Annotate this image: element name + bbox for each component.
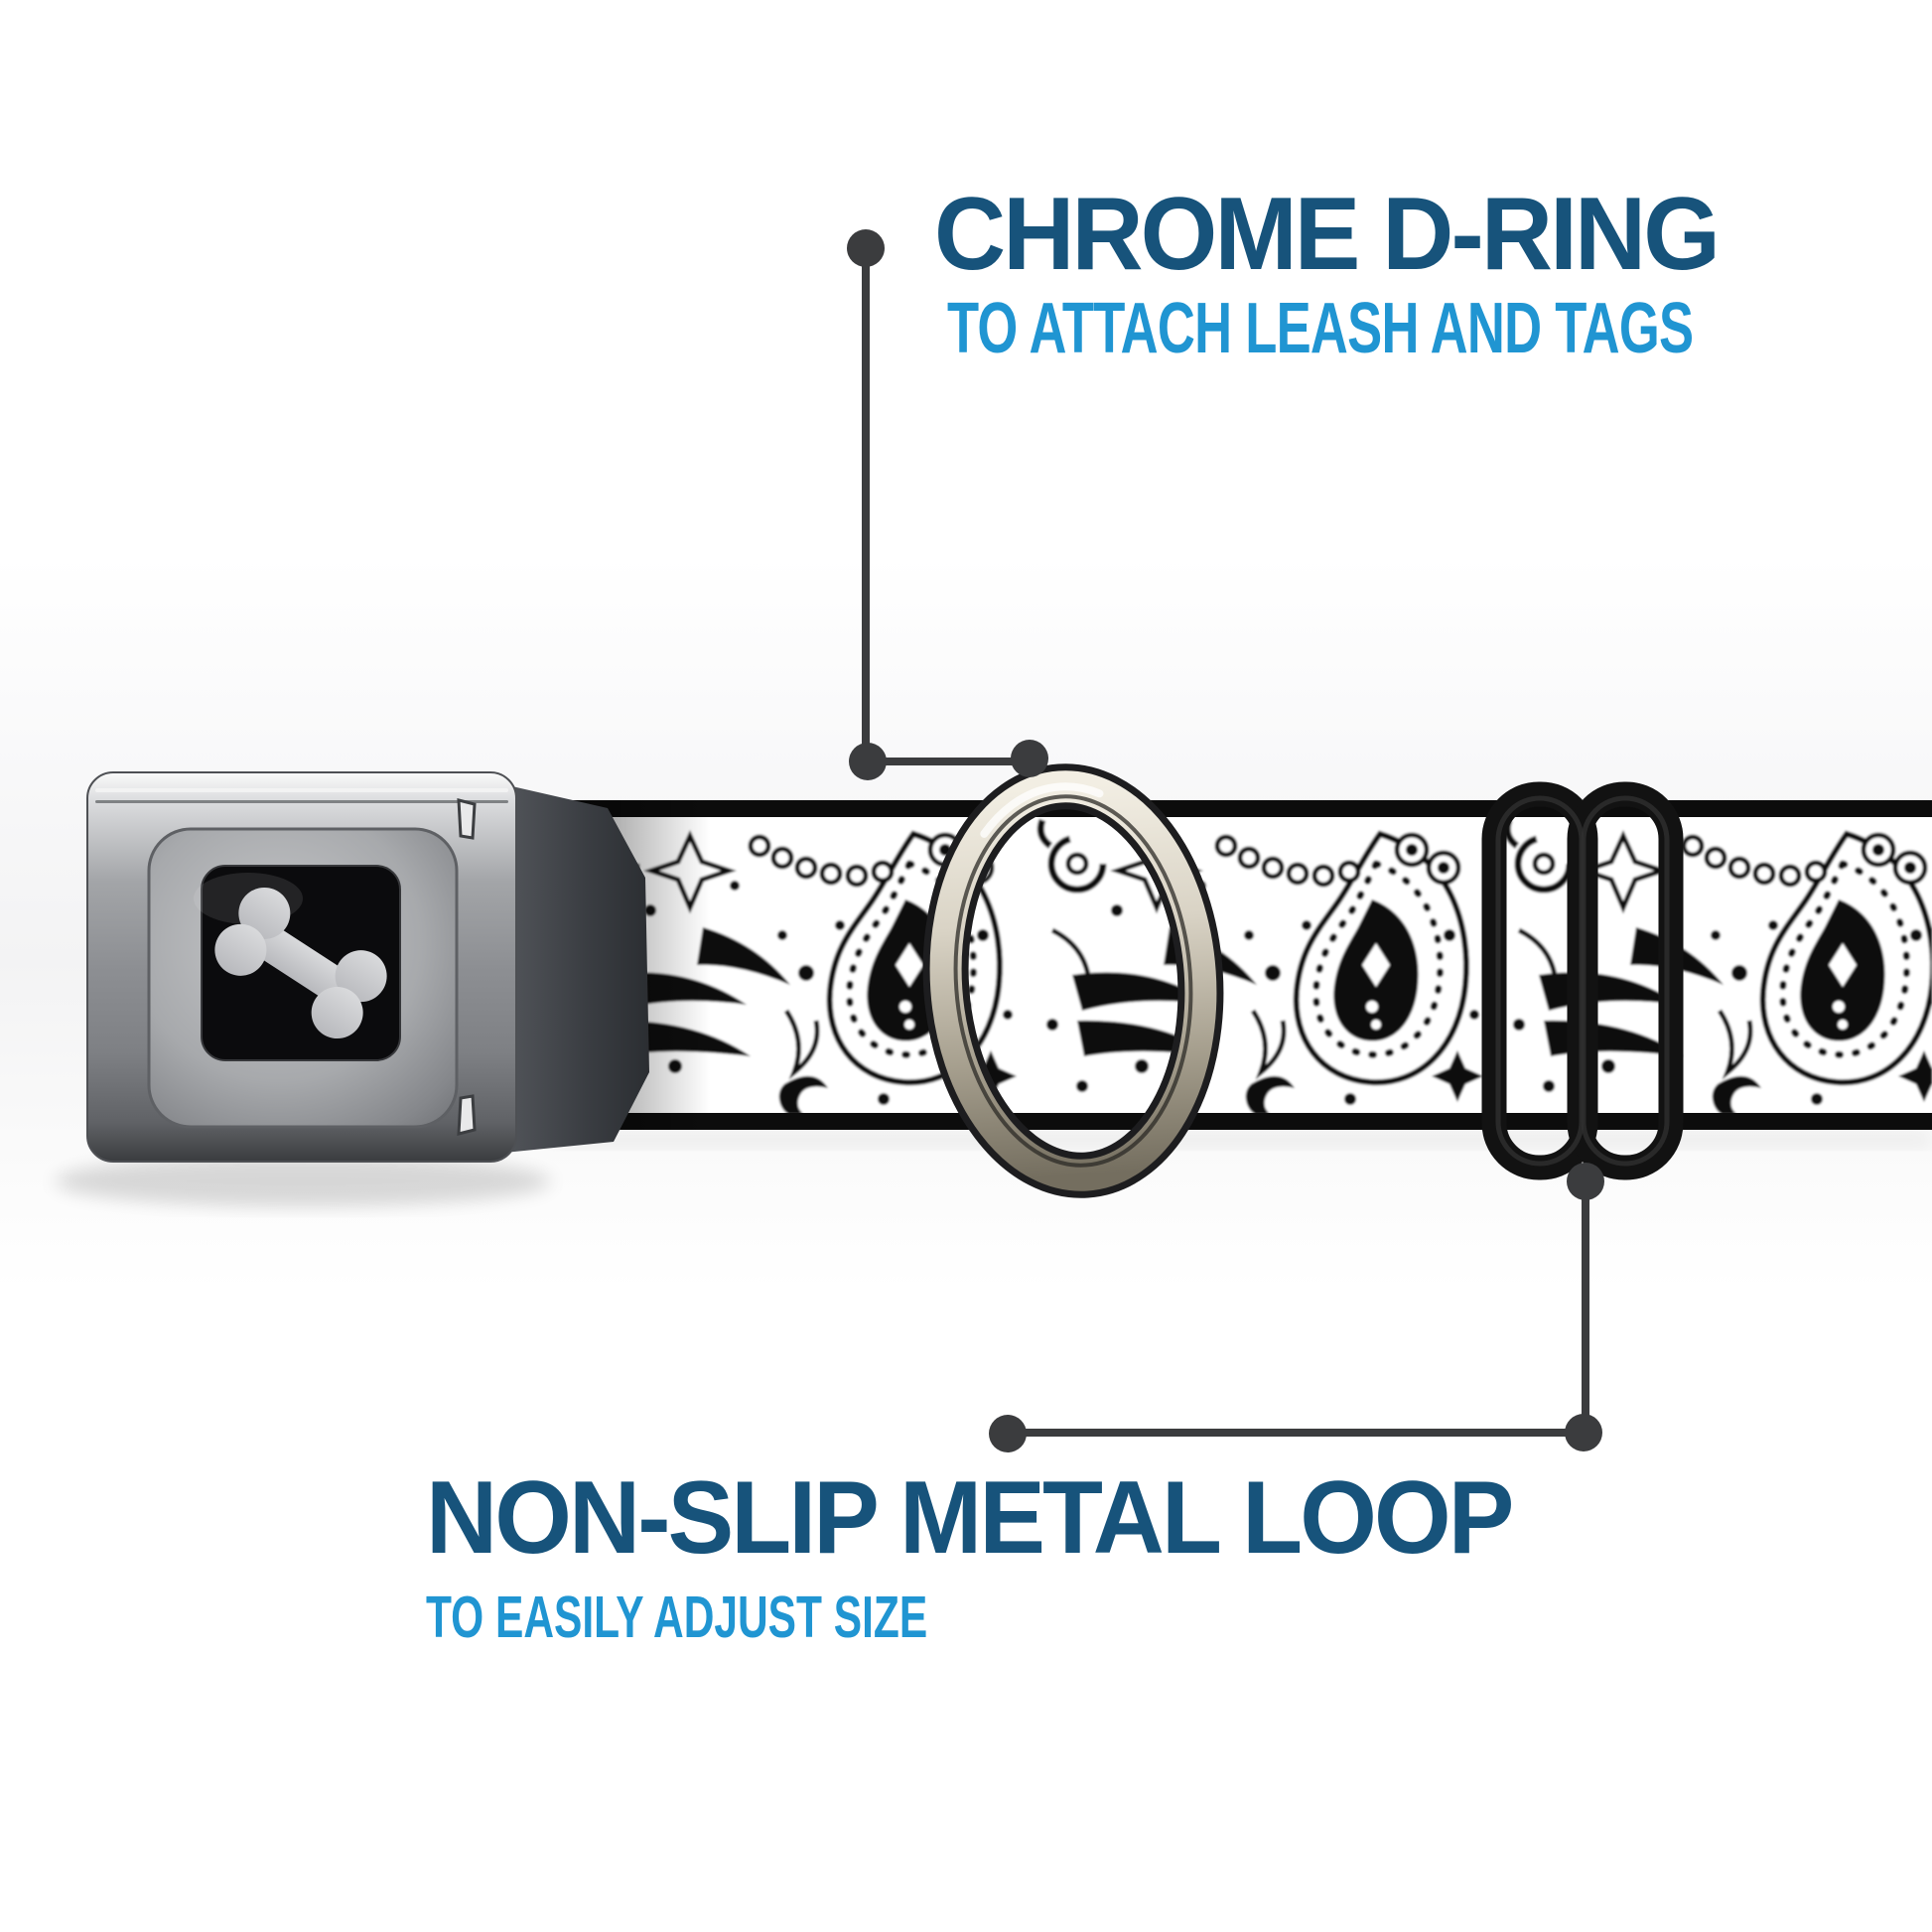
callout-line-vertical [1582, 1181, 1589, 1433]
callout-dot [989, 1415, 1027, 1452]
callout-dot [1011, 740, 1048, 777]
buckle-clasp [494, 782, 649, 1154]
bone-icon [214, 887, 387, 1039]
d-ring [922, 763, 1224, 1198]
bottom-annotation-subtitle: TO EASILY ADJUST SIZE [426, 1585, 928, 1650]
bottom-annotation-title: NON-SLIP METAL LOOP [426, 1460, 1514, 1576]
buckle [86, 771, 517, 1163]
slider-loop [1481, 781, 1684, 1180]
latch-hooks [457, 798, 477, 1136]
top-annotation-subtitle: TO ATTACH LEASH AND TAGS [947, 289, 1694, 368]
callout-line-horizontal [868, 758, 1030, 765]
callout-line-horizontal [1008, 1429, 1584, 1437]
top-annotation-title: CHROME D-RING [934, 177, 1721, 292]
collar-strap [541, 800, 1932, 1130]
callout-line-vertical [862, 248, 870, 761]
strap-pattern [541, 816, 1932, 1114]
